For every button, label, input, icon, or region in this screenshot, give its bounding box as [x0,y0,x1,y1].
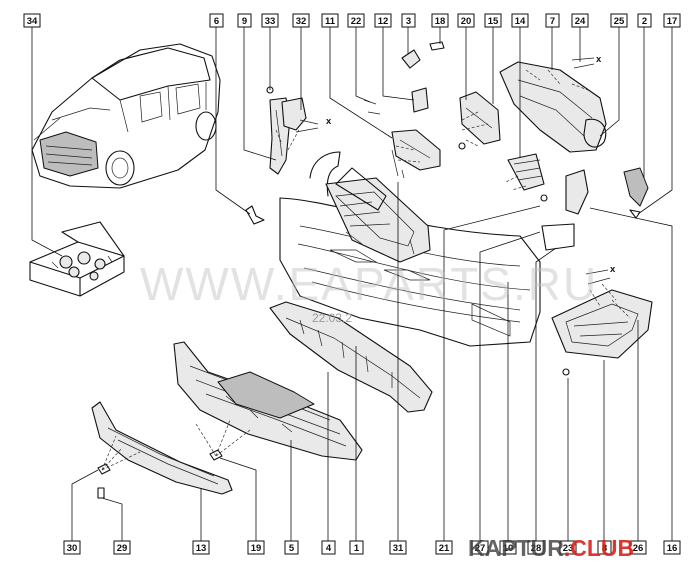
clip-part-6 [245,205,265,225]
svg-text:19: 19 [251,543,262,554]
svg-text:26: 26 [633,543,644,554]
fastener-kit-box [29,221,125,297]
svg-text:23: 23 [563,543,574,554]
callout-13: 13 [192,540,210,555]
fog-surround-parts-8-26: x [551,264,653,376]
side-brackets-9-33-32: x [266,86,332,175]
svg-text:x: x [326,116,332,127]
callout-19: 19 [247,540,265,555]
svg-text:32: 32 [296,16,307,27]
callout-11: 11 [321,13,339,28]
duct-part-14 [507,153,545,191]
svg-text:3: 3 [406,16,411,27]
callout-29: 29 [113,540,131,555]
brand-right-text: CLUB [570,535,634,561]
bracket-part-11 [391,129,441,179]
callout-31: 31 [389,540,407,555]
small-parts-22-12-3-18 [363,41,445,115]
callout-32: 32 [292,13,310,28]
assembly-guide-lines [101,69,631,471]
callout-20: 20 [457,13,475,28]
callout-8: 8 [597,540,612,555]
callout-34: 34 [23,13,41,28]
leader-lines-top [31,27,673,257]
callout-33: 33 [261,13,279,28]
svg-text:9: 9 [242,16,247,27]
svg-text:30: 30 [67,543,78,554]
svg-text:KAPTUR.CLUB: KAPTUR.CLUB [468,535,634,561]
callout-30: 30 [63,540,81,555]
svg-text:2: 2 [642,16,647,27]
brand-dot-text: . [564,535,570,561]
svg-text:34: 34 [27,16,38,27]
svg-text:14: 14 [515,16,526,27]
callout-4: 4 [321,540,336,555]
callout-9: 9 [237,13,252,28]
svg-text:12: 12 [378,16,389,27]
callout-18: 18 [431,13,449,28]
svg-text:27: 27 [475,543,486,554]
callout-15: 15 [484,13,502,28]
svg-text:16: 16 [667,543,678,554]
bracket-parts-20-15 [458,91,501,150]
svg-text:18: 18 [435,16,446,27]
svg-text:31: 31 [393,543,404,554]
svg-text:8: 8 [602,543,607,554]
date-watermark: 22.03.2 [312,311,352,325]
svg-text:6: 6 [214,16,219,27]
svg-text:25: 25 [614,16,625,27]
skid-plate-part-13 [91,401,233,495]
callout-1: 1 [349,540,364,555]
svg-text:28: 28 [531,543,542,554]
arch-liner-parts-7-24-25: x [499,54,607,153]
callout-16: 16 [663,540,681,555]
svg-text:17: 17 [667,16,678,27]
callout-2: 2 [637,13,652,28]
vehicle-illustration [31,43,221,189]
fog-lamp-parts-2-17 [623,167,649,219]
fasteners-30-29-19 [97,449,223,499]
svg-text:11: 11 [325,16,336,27]
svg-text:5: 5 [289,543,295,554]
site-watermark: WWW.EAPARTS.RU [140,258,598,310]
brand-logo: KAPTUR.CLUB [468,535,634,561]
callout-6: 6 [209,13,224,28]
svg-text:29: 29 [117,543,128,554]
svg-text:x: x [610,264,616,275]
brand-left-text: KAPTUR [468,535,564,561]
svg-text:24: 24 [575,16,586,27]
svg-text:21: 21 [439,543,450,554]
callouts-top-row: 34 6 9 33 32 11 22 12 3 18 20 15 14 7 24… [23,13,681,28]
callout-7: 7 [545,13,560,28]
svg-text:13: 13 [196,543,207,554]
svg-text:20: 20 [461,16,472,27]
svg-text:7: 7 [550,16,555,27]
leader-lines-bottom [71,182,673,541]
svg-text:10: 10 [503,543,514,554]
callout-21: 21 [435,540,453,555]
callout-17: 17 [663,13,681,28]
callout-22: 22 [347,13,365,28]
svg-text:4: 4 [326,543,332,554]
callout-14: 14 [511,13,529,28]
svg-text:x: x [596,54,602,65]
svg-text:15: 15 [488,16,499,27]
svg-text:1: 1 [354,543,360,554]
callout-3: 3 [401,13,416,28]
svg-text:22: 22 [351,16,362,27]
absorber-part-4 [269,301,433,413]
callout-25: 25 [610,13,628,28]
callout-5: 5 [284,540,299,555]
callout-12: 12 [374,13,392,28]
callout-24: 24 [571,13,589,28]
bracket-part-21-27 [540,169,589,251]
lower-grille-part-5 [173,341,363,461]
front-bumper-assembly [279,151,541,347]
svg-text:33: 33 [265,16,276,27]
